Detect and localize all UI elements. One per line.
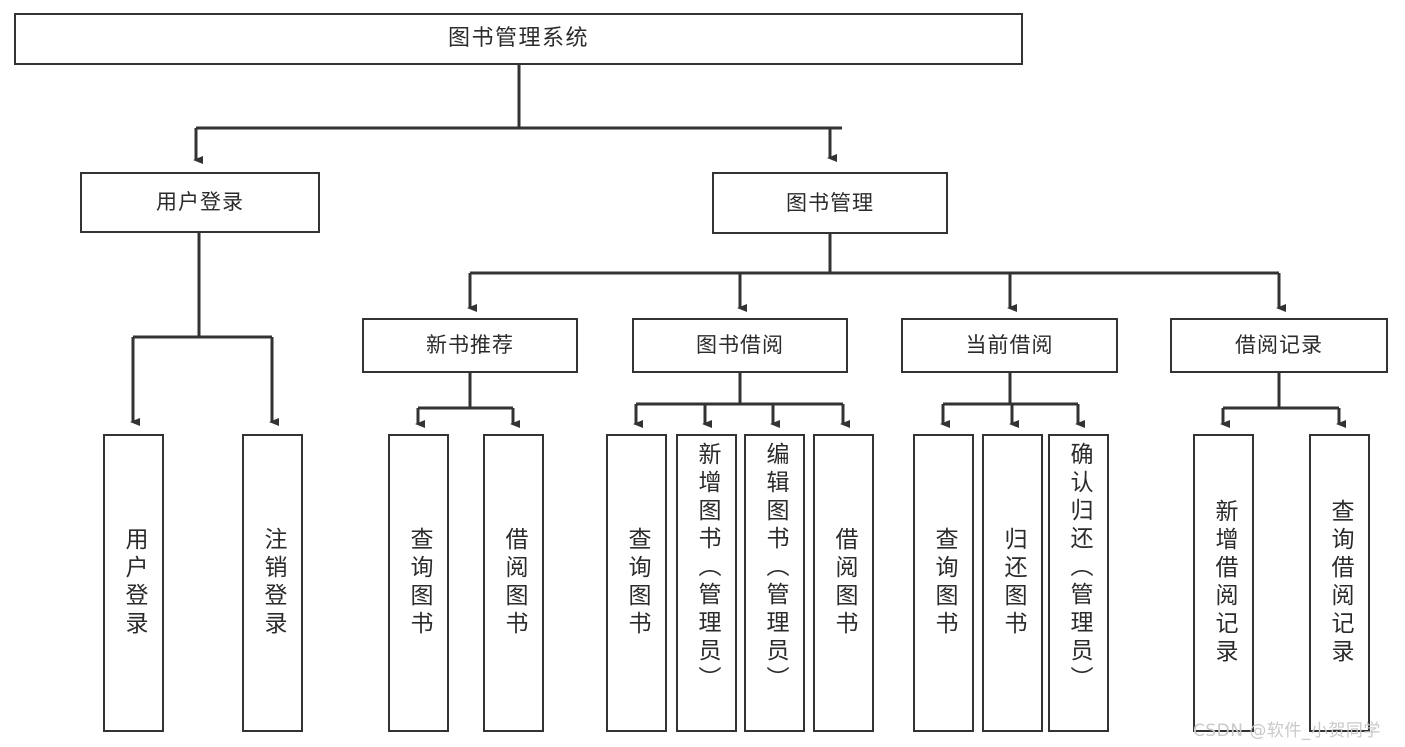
- node-current-borrow[interactable]: 当前借阅: [901, 318, 1118, 373]
- node-label: 借阅图书: [831, 527, 857, 639]
- leaf-borrow-book-1[interactable]: 借阅图书: [483, 434, 544, 732]
- node-label: 查询图书: [624, 527, 650, 639]
- node-label: 图书借阅: [696, 333, 784, 358]
- leaf-query-book-1[interactable]: 查询图书: [388, 434, 449, 732]
- leaf-borrow-book-2[interactable]: 借阅图书: [813, 434, 874, 732]
- node-label: 用户登录: [121, 527, 147, 639]
- leaf-query-book-3[interactable]: 查询图书: [913, 434, 974, 732]
- node-new-book-recommend[interactable]: 新书推荐: [362, 318, 578, 373]
- leaf-query-book-2[interactable]: 查询图书: [606, 434, 667, 732]
- node-book-borrow[interactable]: 图书借阅: [632, 318, 848, 373]
- node-label: 新增借阅记录: [1211, 499, 1237, 667]
- leaf-return-book[interactable]: 归还图书: [982, 434, 1043, 732]
- leaf-logout[interactable]: 注销登录: [242, 434, 303, 732]
- leaf-add-borrow-record[interactable]: 新增借阅记录: [1193, 434, 1254, 732]
- node-label: 归还图书: [1000, 527, 1026, 639]
- node-label: 借阅图书: [501, 527, 527, 639]
- node-label: 查询图书: [931, 527, 957, 639]
- node-label: 确认归还（管理员）: [1066, 442, 1092, 694]
- node-label: 查询图书: [406, 527, 432, 639]
- node-label: 用户登录: [156, 190, 244, 215]
- leaf-user-login[interactable]: 用户登录: [103, 434, 164, 732]
- node-root-system[interactable]: 图书管理系统: [14, 13, 1023, 65]
- node-book-manage[interactable]: 图书管理: [712, 172, 948, 234]
- leaf-add-book-admin[interactable]: 新增图书（管理员）: [676, 434, 737, 732]
- node-label: 注销登录: [260, 527, 286, 639]
- leaf-edit-book-admin[interactable]: 编辑图书（管理员）: [744, 434, 805, 732]
- node-label: 图书管理系统: [447, 26, 589, 52]
- node-user-login[interactable]: 用户登录: [80, 172, 320, 233]
- leaf-confirm-return-admin[interactable]: 确认归还（管理员）: [1048, 434, 1109, 732]
- node-label: 新书推荐: [426, 333, 514, 358]
- leaf-query-borrow-record[interactable]: 查询借阅记录: [1309, 434, 1370, 732]
- node-label: 借阅记录: [1235, 333, 1323, 358]
- node-borrow-record[interactable]: 借阅记录: [1170, 318, 1388, 373]
- node-label: 新增图书（管理员）: [694, 442, 720, 694]
- node-label: 编辑图书（管理员）: [762, 442, 788, 694]
- node-label: 当前借阅: [965, 333, 1054, 358]
- node-label: 查询借阅记录: [1327, 499, 1353, 667]
- csdn-watermark: CSDN @软件_小贺同学: [1193, 721, 1381, 741]
- node-label: 图书管理: [786, 190, 874, 215]
